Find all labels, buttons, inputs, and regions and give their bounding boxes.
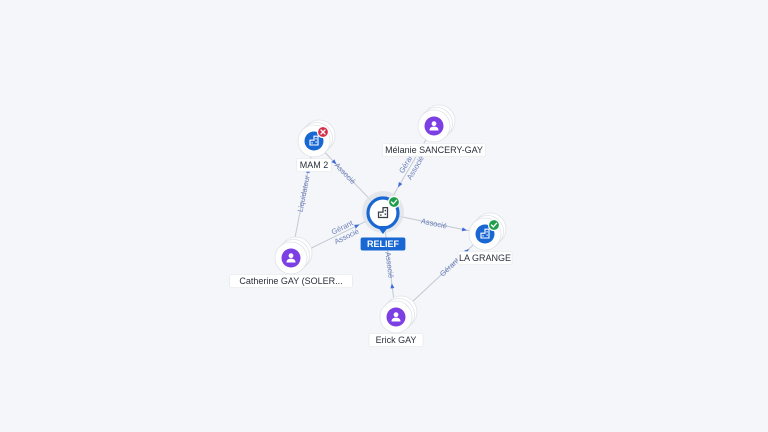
closed-cross-icon xyxy=(316,125,330,139)
node-erick[interactable]: Erick GAY xyxy=(368,295,424,347)
building-icon xyxy=(309,135,319,146)
node-label-background xyxy=(368,333,424,347)
building-icon xyxy=(377,206,389,219)
node-label-background xyxy=(229,274,353,288)
node-label: Erick GAY xyxy=(376,335,417,345)
node-label: Mélanie SANCERY-GAY xyxy=(385,145,483,155)
edge-label: Associé xyxy=(383,251,395,278)
active-check-icon xyxy=(487,218,501,232)
node-label-background xyxy=(457,251,513,265)
edge-label: Associé xyxy=(333,161,358,186)
node-label-background xyxy=(382,143,486,157)
node-grange[interactable]: LA GRANGE xyxy=(457,212,513,265)
node-label-background xyxy=(296,158,332,172)
edge-arrow-icon xyxy=(461,227,468,232)
edge-label: Liquidateur xyxy=(296,174,312,213)
edge-arrow-icon xyxy=(398,181,403,188)
node-melanie[interactable]: Mélanie SANCERY-GAY xyxy=(382,104,486,157)
node-label: MAM 2 xyxy=(300,160,329,170)
person-icon xyxy=(286,253,296,263)
active-check-icon xyxy=(387,195,401,209)
pin-tip xyxy=(377,226,389,234)
person-icon xyxy=(429,121,439,131)
edge-arrow-icon xyxy=(390,283,395,289)
edge-arrow-icon xyxy=(331,159,337,165)
edge-label: Associé xyxy=(420,216,448,230)
node-label: LA GRANGE xyxy=(459,253,511,263)
node-catherine[interactable]: Catherine GAY (SOLER... xyxy=(229,236,353,288)
building-icon xyxy=(480,228,490,239)
node-mam2[interactable]: MAM 2 xyxy=(296,119,336,172)
node-label-background xyxy=(360,237,406,251)
person-icon xyxy=(391,312,401,322)
edge-arrow-icon xyxy=(354,224,360,229)
node-label: Catherine GAY (SOLER... xyxy=(239,276,342,286)
node-label: RELIEF xyxy=(367,239,400,249)
node-relief[interactable]: RELIEF xyxy=(360,191,406,251)
nodes-layer: RELIEF MAM 2 Mélanie SANCERY-GAY LA GRANGE C… xyxy=(229,104,513,347)
